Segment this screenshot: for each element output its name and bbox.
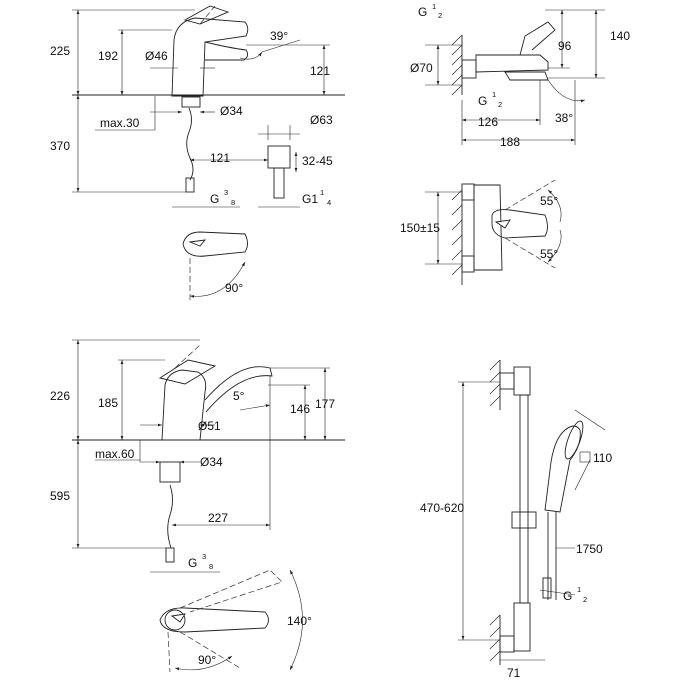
- sink-mounting-nut: [159, 461, 181, 483]
- dim-bath-96: 96: [558, 39, 572, 53]
- dim-sink-thread-g38: G 3 8: [188, 552, 213, 571]
- popup-waste: [267, 145, 291, 169]
- shower-set-drawing: [458, 359, 606, 665]
- svg-text:1: 1: [320, 188, 324, 197]
- dim-basin-dia34: Ø34: [220, 104, 243, 118]
- basin-mixer-spout: [204, 41, 249, 61]
- dim-bath-150: 150±15: [400, 221, 440, 235]
- dim-basin-39deg: 39°: [270, 29, 288, 43]
- dim-waste-thread-g114: G1 1 4: [302, 188, 331, 207]
- svg-text:8: 8: [231, 198, 235, 207]
- dim-sink-140deg: 140°: [287, 614, 312, 628]
- svg-text:8: 8: [209, 562, 213, 571]
- mounting-nut: [181, 96, 201, 108]
- dim-bath-126: 126: [478, 115, 498, 129]
- svg-text:G: G: [478, 94, 487, 108]
- dim-shower-71: 71: [507, 666, 521, 680]
- dim-sink-max60: max.60: [95, 447, 135, 461]
- sink-mixer-spout: [204, 366, 273, 413]
- svg-text:2: 2: [583, 595, 587, 604]
- svg-text:3: 3: [202, 552, 206, 561]
- dim-basin-121h: 121: [210, 151, 230, 165]
- dim-shower-thread-g12: G 1 2: [563, 585, 587, 604]
- waste-tail: [273, 167, 285, 199]
- hand-shower: [544, 425, 581, 513]
- dim-basin-90deg: 90°: [225, 281, 243, 295]
- dim-bath-thread-g12-mid: G 1 2: [478, 90, 502, 109]
- svg-text:1: 1: [577, 585, 581, 594]
- dim-sink-146: 146: [290, 402, 310, 416]
- sink-mixer-drawing: [72, 339, 345, 673]
- hose-connector: [185, 177, 195, 193]
- rail-top-bracket: [513, 366, 531, 396]
- dim-bath-dia70: Ø70: [410, 61, 433, 75]
- dim-sink-dia34: Ø34: [200, 455, 223, 469]
- dim-bath-188: 188: [500, 135, 520, 149]
- svg-text:2: 2: [438, 11, 442, 20]
- rail-bottom-bracket: [513, 602, 531, 652]
- sink-supply-hose: [167, 484, 173, 549]
- dim-sink-185: 185: [98, 396, 118, 410]
- bath-mixer-front-body: [473, 184, 503, 271]
- dim-sink-5deg: 5°: [233, 389, 245, 403]
- rail-slider: [511, 511, 537, 529]
- dim-shower-110: 110: [593, 451, 612, 465]
- dim-waste-32-45: 32-45: [302, 154, 333, 168]
- svg-text:3: 3: [224, 188, 228, 197]
- dim-bath-55deg-bottom: 55°: [540, 247, 558, 261]
- dim-basin-370: 370: [50, 139, 70, 153]
- bath-mixer-drawing: [425, 9, 605, 285]
- dim-basin-225: 225: [50, 44, 70, 58]
- supply-hose: [186, 107, 194, 181]
- dim-bath-thread-g12-top: G 1 2: [418, 2, 442, 20]
- dim-sink-595: 595: [50, 489, 70, 503]
- dim-basin-max30: max.30: [100, 116, 140, 130]
- dim-basin-thread-g38: G 3 8: [210, 188, 235, 207]
- sink-mixer-top-view: [159, 607, 269, 633]
- brand-mark: [188, 239, 207, 247]
- svg-text:1: 1: [492, 90, 496, 99]
- dim-sink-226: 226: [50, 389, 70, 403]
- svg-text:G: G: [188, 556, 197, 570]
- wall-connector: [461, 59, 477, 79]
- bath-mixer-front-lever: [491, 209, 548, 239]
- svg-text:G: G: [418, 5, 427, 19]
- dim-sink-90deg: 90°: [198, 653, 216, 667]
- bath-mixer-spout: [504, 71, 549, 81]
- bath-mixer-lever: [519, 21, 556, 56]
- spout-swing-position: [179, 569, 283, 613]
- sink-mixer-body: [161, 369, 207, 441]
- dim-sink-227: 227: [208, 511, 228, 525]
- dim-basin-192: 192: [98, 49, 118, 63]
- dim-waste-dia63: Ø63: [310, 113, 333, 127]
- svg-text:4: 4: [327, 198, 331, 207]
- dim-sink-177: 177: [315, 397, 335, 411]
- sink-mixer-lever: [158, 359, 217, 385]
- dim-basin-dia46: Ø46: [145, 49, 168, 63]
- basin-mixer-top-view: [182, 231, 248, 257]
- basin-mixer-body: [171, 17, 249, 97]
- dim-bath-38deg: 38°: [555, 111, 573, 125]
- bath-mixer-body: [475, 54, 549, 73]
- dim-shower-470-620: 470-620: [420, 501, 464, 515]
- basin-mixer-lever: [183, 5, 230, 25]
- shower-rail: [519, 394, 529, 604]
- dim-shower-1750: 1750: [576, 542, 603, 556]
- svg-text:G1: G1: [302, 192, 318, 206]
- lever-open-position: [199, 5, 216, 25]
- svg-text:G: G: [210, 192, 219, 206]
- svg-text:G: G: [563, 589, 572, 603]
- dim-bath-140: 140: [610, 29, 630, 43]
- dim-sink-dia51: Ø51: [198, 419, 221, 433]
- svg-text:1: 1: [432, 2, 436, 11]
- dim-basin-121v: 121: [310, 64, 330, 78]
- svg-text:2: 2: [498, 100, 502, 109]
- dim-bath-55deg-top: 55°: [540, 194, 558, 208]
- basin-mixer-drawing: [72, 5, 345, 300]
